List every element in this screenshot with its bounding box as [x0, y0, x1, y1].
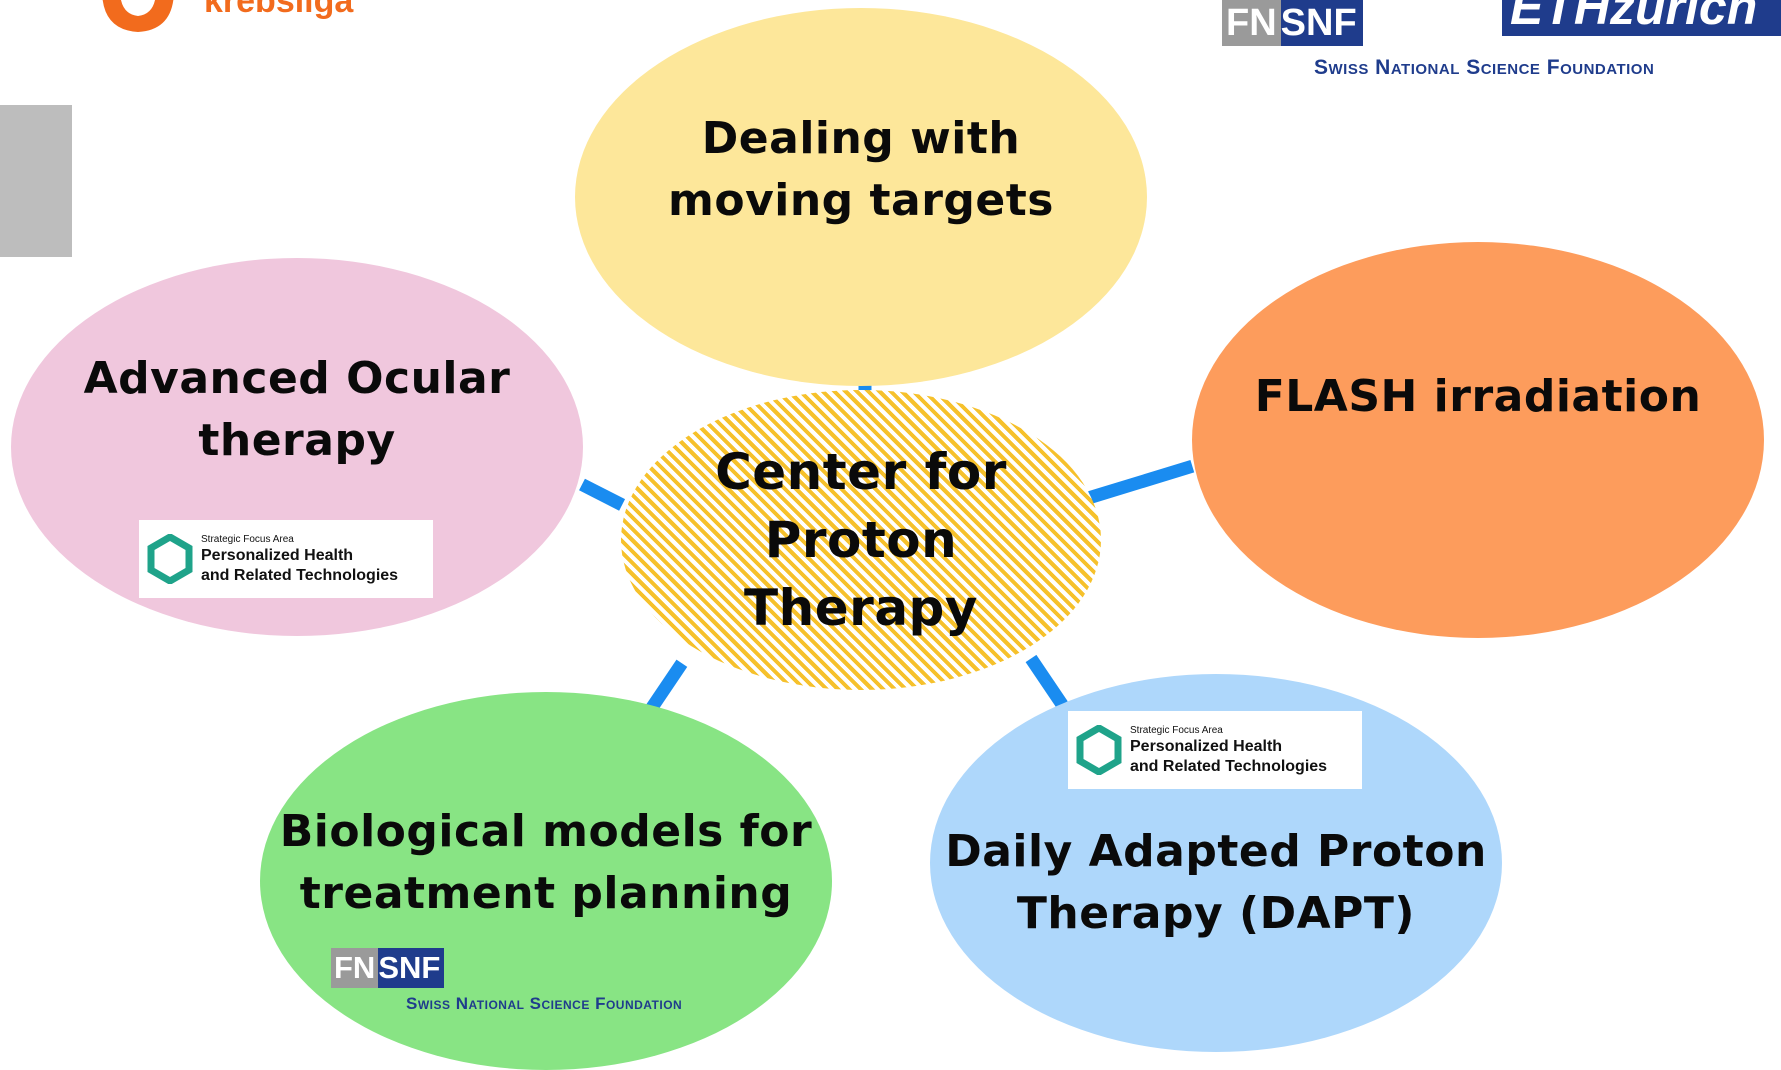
- nf-label: NF: [399, 950, 441, 985]
- s-label: S: [378, 950, 400, 985]
- fn-label: FN: [1222, 0, 1281, 46]
- krebsliga-logo: krebsliga: [96, 0, 416, 42]
- sfa-logo-dapt: Strategic Focus Area Personalized Health…: [1068, 711, 1362, 789]
- node-center: Center for Proton Therapy: [621, 390, 1101, 690]
- sfa-line1: Strategic Focus Area: [201, 533, 294, 545]
- node-flash-irradiation: FLASH irradiation: [1192, 242, 1764, 638]
- node-ocular-therapy: Advanced Ocular therapy: [11, 258, 583, 636]
- node-dapt: Daily Adapted Proton Therapy (DAPT): [930, 674, 1502, 1052]
- connector-dapt: [1025, 654, 1068, 709]
- node-moving-targets: Dealing with moving targets: [575, 8, 1147, 386]
- sfa-hexagon-icon: [1076, 725, 1122, 775]
- node-dapt-label: Daily Adapted Proton Therapy (DAPT): [945, 825, 1487, 939]
- node-ocular-therapy-label: Advanced Ocular therapy: [83, 352, 511, 466]
- fnsnf-caption: Swiss National Science Foundation: [1314, 56, 1655, 79]
- fn-label: FN: [331, 948, 379, 988]
- connector-flash: [1088, 460, 1195, 504]
- krebsliga-wordmark: krebsliga: [204, 0, 354, 20]
- sfa-logo-ocular: Strategic Focus Area Personalized Health…: [139, 520, 433, 598]
- sfa-line3: and Related Technologies: [1130, 757, 1328, 775]
- fnsnf-caption: Swiss National Science Foundation: [406, 994, 683, 1013]
- eth-wordmark: ETHzürich: [1510, 0, 1758, 35]
- side-tab: [0, 105, 72, 257]
- krebsliga-icon: [102, 0, 174, 32]
- nf-label: NF: [1306, 1, 1357, 44]
- sfa-line2: Personalized Health: [1130, 737, 1283, 755]
- sfa-line1: Strategic Focus Area: [1130, 724, 1223, 736]
- node-biological-models: Biological models for treatment planning: [260, 692, 832, 1070]
- node-biological-models-label: Biological models for treatment planning: [279, 805, 813, 919]
- node-moving-targets-label: Dealing with moving targets: [668, 112, 1054, 226]
- s-label: S: [1280, 1, 1307, 44]
- sfa-hexagon-icon: [147, 534, 193, 584]
- sfa-line2: Personalized Health: [201, 546, 354, 564]
- eth-logo: ETHzürich: [1502, 0, 1781, 36]
- node-flash-irradiation-label: FLASH irradiation: [1254, 370, 1702, 422]
- node-center-label: Center for Proton Therapy: [715, 443, 1007, 637]
- sfa-line3: and Related Technologies: [201, 566, 399, 584]
- connector-ocular: [579, 478, 626, 511]
